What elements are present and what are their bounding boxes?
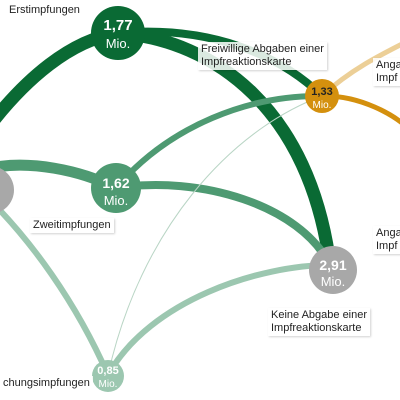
arc-auffr-to-freiwillig <box>107 95 323 376</box>
label-right-top: Anga Impf <box>373 58 400 86</box>
node-zweit-unit: Mio. <box>104 193 129 208</box>
label-right-mid: Anga Impf <box>373 226 400 254</box>
node-keine-circle <box>309 246 357 294</box>
arc-erst-to-keine <box>117 26 337 266</box>
label-auffrischungsimpfungen: chungsimpfungen <box>0 376 93 391</box>
node-erst-circle <box>91 6 145 60</box>
node-zweit-circle <box>91 163 141 213</box>
node-auffrischungsimpfungen: 0,85 Mio. <box>92 360 124 392</box>
arc-zweit-to-keine <box>115 181 334 267</box>
label-freiwillig-line1: Freiwillige Abgaben einer <box>201 43 324 55</box>
label-zweitimpfungen: Zweitimpfungen <box>30 218 114 233</box>
node-freiwillig-unit: Mio. <box>313 100 332 111</box>
node-erst-value: 1,77 <box>103 17 132 34</box>
node-freiwillig-circle <box>305 79 339 113</box>
node-left-partial <box>0 168 14 212</box>
arc-zweit-to-freiwillig <box>113 92 323 190</box>
node-zweitimpfungen: 1,62 Mio. <box>91 163 141 213</box>
label-erstimpfungen-text: Erstimpfungen <box>9 4 80 16</box>
node-erstimpfungen: 1,77 Mio. <box>91 6 145 60</box>
node-keine-value: 2,91 <box>319 257 346 273</box>
node-auffr-unit: Mio. <box>99 379 118 390</box>
label-keine-line2: Impfreaktionskarte <box>271 322 362 334</box>
label-erstimpfungen: Erstimpfungen <box>6 3 83 18</box>
label-freiwillig-line2: Impfreaktionskarte <box>201 56 292 68</box>
label-right-top-line1: Anga <box>376 59 400 71</box>
label-keine-abgabe: Keine Abgabe einer Impfreaktionskarte <box>268 308 371 336</box>
label-zweitimpfungen-text: Zweitimpfungen <box>33 219 111 231</box>
node-zweit-value: 1,62 <box>102 175 129 191</box>
node-freiwillig-value: 1,33 <box>311 86 332 98</box>
node-freiwillig: 1,33 Mio. <box>305 79 339 113</box>
node-keine-unit: Mio. <box>321 274 346 289</box>
label-keine-line1: Keine Abgabe einer <box>271 309 368 321</box>
node-keine-abgabe: 2,91 Mio. <box>309 246 357 294</box>
label-freiwillig: Freiwillige Abgaben einer Impfreaktionsk… <box>198 42 327 70</box>
node-auffr-circle <box>92 360 124 392</box>
label-right-mid-line1: Anga <box>376 227 400 239</box>
arc-auffr-to-keine <box>105 262 331 377</box>
label-right-mid-line2: Impf <box>376 240 398 252</box>
node-auffr-value: 0,85 <box>97 365 118 377</box>
label-right-top-line2: Impf <box>376 72 398 84</box>
arc-left-to-auffr <box>0 205 111 377</box>
node-erst-unit: Mio. <box>106 36 131 51</box>
label-auffr-text: chungsimpfungen <box>3 377 90 389</box>
